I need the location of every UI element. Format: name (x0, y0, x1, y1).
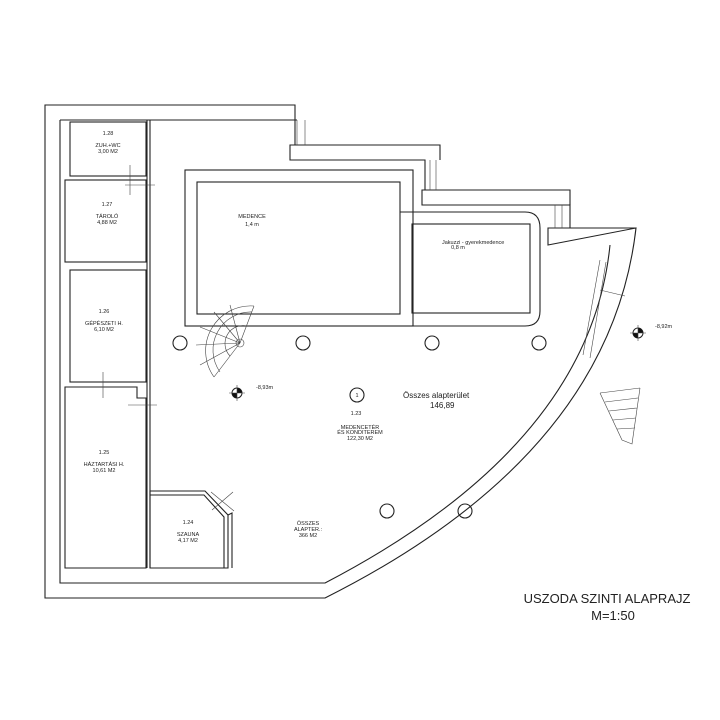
room-1-25 (64, 386, 147, 569)
room-area: 6,10 M2 (94, 327, 114, 333)
exterior-stair (599, 387, 641, 445)
marker-circle (349, 387, 365, 403)
room-name: TÁROLÓ (96, 213, 119, 220)
room-area: 4,88 M2 (97, 220, 117, 226)
room-name: ZUH.+WC (95, 143, 120, 149)
room-number: 1.23 (351, 411, 362, 417)
jacuzzi-inner (411, 223, 531, 314)
room-name: ÉS KONDITEREM (337, 429, 383, 436)
pool-depth: 1,4 m (245, 222, 259, 228)
total-base-label: ÖSSZES (297, 520, 320, 527)
drawing-title: USZODA SZINTI ALAPRAJZ (524, 591, 691, 606)
room-name: MEDENCETÉR (341, 424, 380, 431)
level-left: -8,93m (256, 385, 274, 391)
room-area: 10,61 M2 (93, 468, 116, 474)
level-right: -8,92m (655, 324, 673, 330)
columns (172, 335, 547, 519)
pool-outer (184, 169, 414, 327)
total-base-value: 366 M2 (299, 533, 317, 539)
door-swings (102, 165, 626, 512)
total-floor-value: 146,89 (430, 401, 455, 410)
top-wall-segments (290, 144, 636, 229)
level-marker-icon (229, 385, 245, 401)
room-1-27 (64, 179, 147, 263)
room-number: 1.27 (102, 202, 113, 208)
pool-name: MEDENCE (238, 214, 266, 220)
room-name: HÁZTARTÁSI H. (84, 461, 125, 468)
room-1-26 (69, 269, 147, 383)
room-name: GÉPÉSZETI H. (85, 320, 123, 327)
inner-wall-outline (59, 119, 611, 584)
jacuzzi-name: Jakuzzi - gyerekmedence (442, 240, 504, 246)
total-base-label: ALAPTER.: (294, 527, 323, 533)
room-1-24 (149, 490, 233, 569)
level-marker-icon (630, 325, 646, 341)
total-floor-label: Összes alapterület (403, 391, 470, 400)
room-number: 1.28 (103, 131, 114, 137)
room-1-28 (69, 121, 147, 177)
jacuzzi-outer (400, 211, 541, 327)
marker-number: 1 (355, 393, 358, 399)
room-number: 1.26 (99, 309, 110, 315)
jacuzzi-depth: 0,8 m (451, 245, 465, 251)
pool-inner (196, 181, 401, 315)
windows (296, 120, 607, 359)
spiral-stair (195, 304, 255, 378)
room-area: 3,00 M2 (98, 149, 118, 155)
room-area: 4,17 M2 (178, 538, 198, 544)
outer-wall-outline (44, 104, 637, 599)
drawing-scale: M=1:50 (591, 608, 635, 623)
room-number: 1.24 (183, 520, 194, 526)
room-number: 1.25 (99, 450, 110, 456)
room-name: SZAUNA (177, 532, 200, 538)
room-area: 122,30 M2 (347, 436, 373, 442)
